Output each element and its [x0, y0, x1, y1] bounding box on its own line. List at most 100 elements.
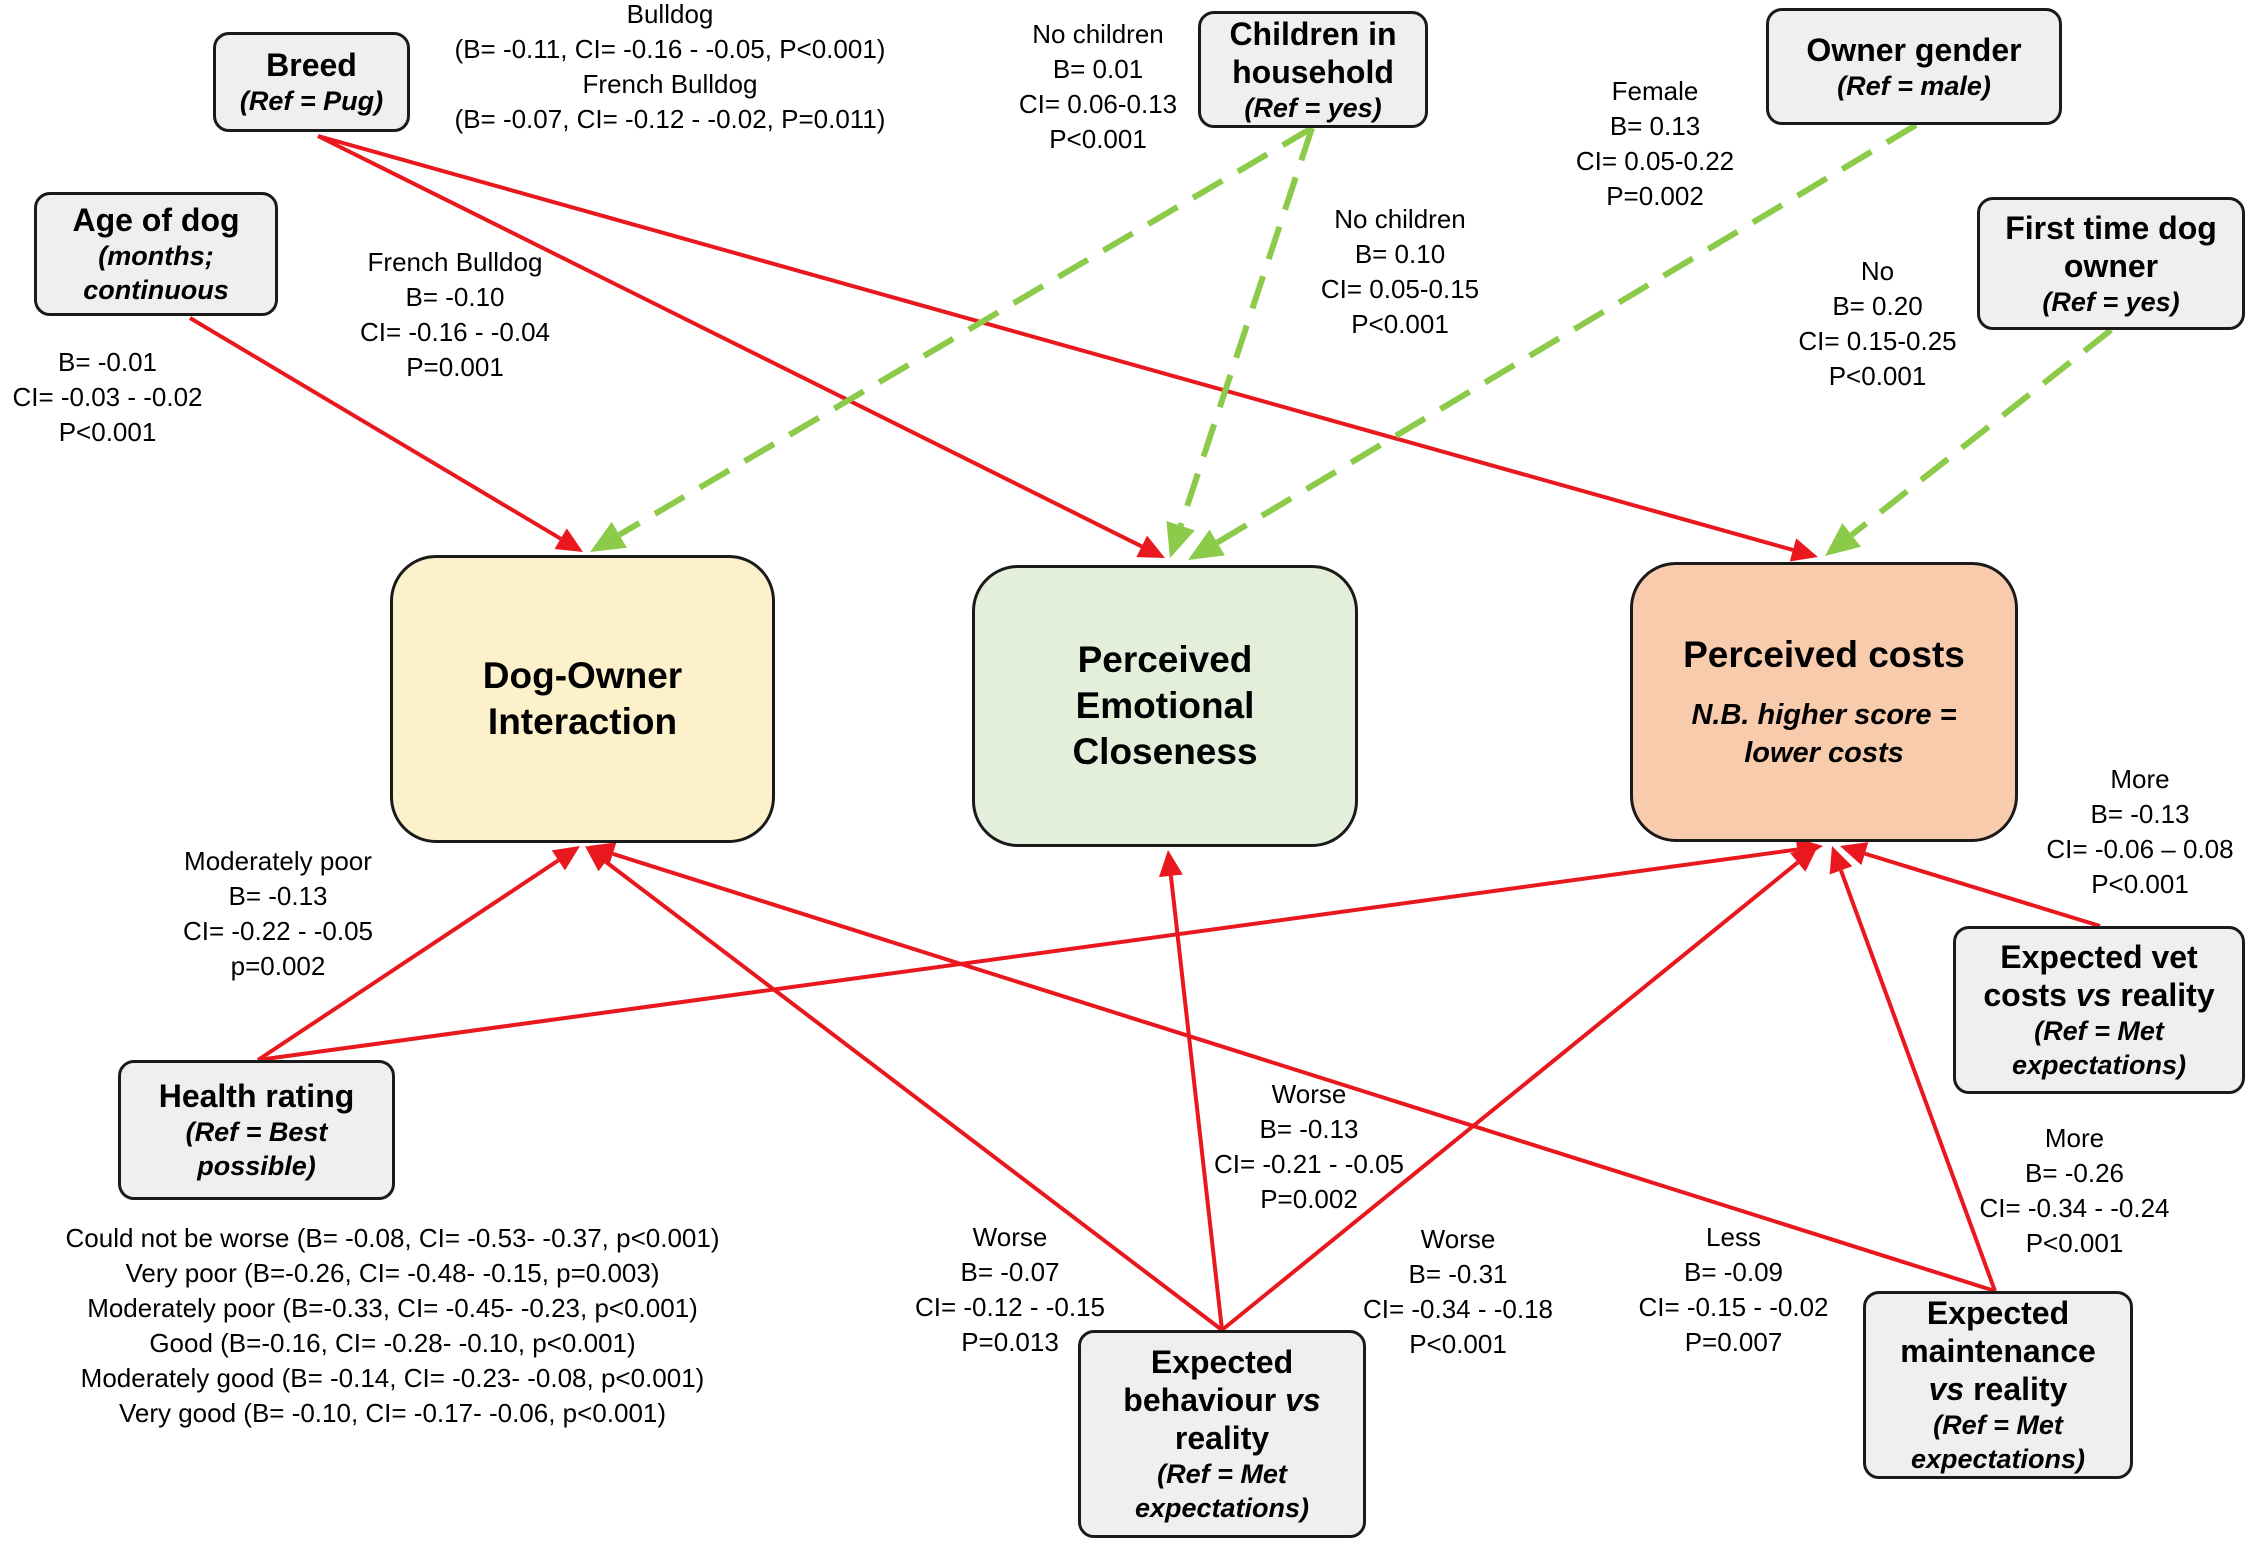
label-line: CI= -0.34 - -0.24	[1979, 1193, 2170, 1223]
outcome-perceived-costs: Perceived costs N.B. higher score = lowe…	[1630, 562, 2018, 842]
outcome-title: Emotional	[1075, 685, 1255, 726]
predictor-children-in-household: Children in household (Ref = yes)	[1198, 11, 1428, 128]
label-line: More	[2110, 764, 2170, 794]
label-line: P=0.007	[1684, 1327, 1783, 1357]
predictor-expected-maintenance: Expected maintenance vs reality (Ref = M…	[1863, 1291, 2133, 1479]
outcome-title: Interaction	[487, 701, 678, 742]
label-line: P=0.002	[1606, 181, 1704, 211]
arrow-health-to-costs	[257, 837, 1823, 1062]
label-line: CI= 0.05-0.15	[1320, 274, 1480, 304]
label-line: CI= -0.34 - -0.18	[1362, 1294, 1554, 1324]
label-line: No children	[1334, 204, 1466, 234]
label-line: Female	[1611, 76, 1699, 106]
label-line: B= 0.10	[1354, 239, 1446, 269]
label-line: CI= 0.05-0.22	[1575, 146, 1735, 176]
label-line: B= -0.31	[1408, 1259, 1508, 1289]
predictor-owner-gender: Owner gender (Ref = male)	[1766, 8, 2062, 125]
label-line: CI= -0.03 - -0.02	[12, 382, 203, 412]
arrow-behaviour-to-closeness	[1158, 850, 1224, 1331]
label-line: P=0.013	[961, 1327, 1059, 1357]
label-line: B= 0.13	[1609, 111, 1701, 141]
arrow-maintenance-to-costs	[1829, 846, 1997, 1292]
label-line: (B= -0.07, CI= -0.12 - -0.02, P=0.011)	[454, 104, 886, 134]
label-line: B= -0.26	[2024, 1158, 2124, 1188]
arrow-gender-to-closeness	[1188, 122, 1918, 560]
outcome-dog-owner-interaction: Dog-Owner Interaction	[390, 555, 775, 843]
label-line: B= 0.01	[1052, 54, 1144, 84]
outcome-emotional-closeness: Perceived Emotional Closeness	[972, 565, 1358, 847]
label-line: Moderately poor	[184, 846, 372, 876]
arrow-children-to-interaction	[590, 125, 1314, 552]
label-line: P<0.001	[1351, 309, 1449, 339]
label-line: Worse	[1271, 1079, 1347, 1109]
arrow-behaviour-to-costs	[1220, 846, 1818, 1332]
arrow-children-to-closeness	[1166, 127, 1315, 558]
label-line: P<0.001	[2025, 1228, 2124, 1258]
outcome-note: N.B. higher score = lower costs	[1691, 699, 1957, 769]
label-line: CI= -0.12 - -0.15	[914, 1292, 1106, 1322]
label-line: B= -0.13	[228, 881, 328, 911]
predictor-health-rating: Health rating (Ref = Best possible)	[118, 1060, 395, 1200]
label-line: No children	[1032, 19, 1164, 49]
label-line: Less	[1706, 1222, 1761, 1252]
predictor-age-of-dog: Age of dog (months; continuous	[34, 192, 278, 316]
label-line: P<0.001	[1409, 1329, 1507, 1359]
arrow-firsttime-to-costs	[1825, 327, 2113, 556]
label-health-costs: Could not be worse (B= -0.08, CI= -0.53-…	[20, 1221, 765, 1431]
label-line: P=0.001	[406, 352, 504, 382]
label-line: CI= -0.16 - -0.04	[359, 317, 551, 347]
label-line: (B= -0.11, CI= -0.16 - -0.05, P<0.001)	[454, 34, 886, 64]
label-line: B= -0.01	[57, 347, 157, 377]
label-line: Moderately good (B= -0.14, CI= -0.23- -0…	[80, 1363, 705, 1393]
label-line: Bulldog	[626, 0, 714, 29]
arrow-health-to-interaction	[256, 846, 580, 1062]
label-line: B= -0.09	[1683, 1257, 1783, 1287]
label-line: Good (B=-0.16, CI= -0.28- -0.10, p<0.001…	[149, 1328, 636, 1358]
label-line: CI= -0.22 - -0.05	[182, 916, 374, 946]
arrow-maintenance-to-interaction	[588, 842, 1996, 1293]
label-line: Worse	[1420, 1224, 1496, 1254]
outcome-title: Closeness	[1072, 731, 1258, 772]
predictor-expected-vet-costs: Expected vet costs vs reality (Ref = Met…	[1953, 926, 2245, 1094]
label-line: Could not be worse (B= -0.08, CI= -0.53-…	[65, 1223, 720, 1253]
label-line: French Bulldog	[582, 69, 758, 99]
arrow-breed-to-costs	[317, 134, 1818, 562]
label-line: B= -0.07	[960, 1257, 1060, 1287]
label-line: B= 0.20	[1832, 291, 1923, 321]
label-line: p=0.002	[230, 951, 326, 981]
label-line: CI= 0.15-0.25	[1798, 326, 1957, 356]
label-line: Very poor (B=-0.26, CI= -0.48- -0.15, p=…	[125, 1258, 660, 1288]
label-line: P=0.002	[1260, 1184, 1358, 1214]
arrow-breed-to-closeness	[317, 134, 1165, 558]
label-line: Worse	[972, 1222, 1048, 1252]
label-line: Moderately poor (B=-0.33, CI= -0.45- -0.…	[87, 1293, 698, 1323]
label-line: CI= -0.21 - -0.05	[1213, 1149, 1405, 1179]
predictor-first-time-owner: First time dog owner (Ref = yes)	[1977, 197, 2245, 330]
label-breed-closeness: Bulldog (B= -0.11, CI= -0.16 - -0.05, P<0…	[430, 0, 910, 137]
outcome-title: Perceived	[1077, 639, 1253, 680]
predictor-breed: Breed (Ref = Pug)	[213, 32, 410, 132]
label-line: B= -0.10	[405, 282, 505, 312]
arrow-vet-to-costs	[1840, 842, 2101, 928]
label-line: P<0.001	[58, 417, 157, 447]
label-line: B= -0.13	[1259, 1114, 1359, 1144]
label-line: B= -0.13	[2090, 799, 2190, 829]
label-line: CI= 0.06-0.13	[1018, 89, 1178, 119]
label-line: No	[1860, 256, 1895, 286]
label-line: Very good (B= -0.10, CI= -0.17- -0.06, p…	[118, 1398, 667, 1428]
outcome-title: Perceived costs	[1683, 634, 1965, 675]
